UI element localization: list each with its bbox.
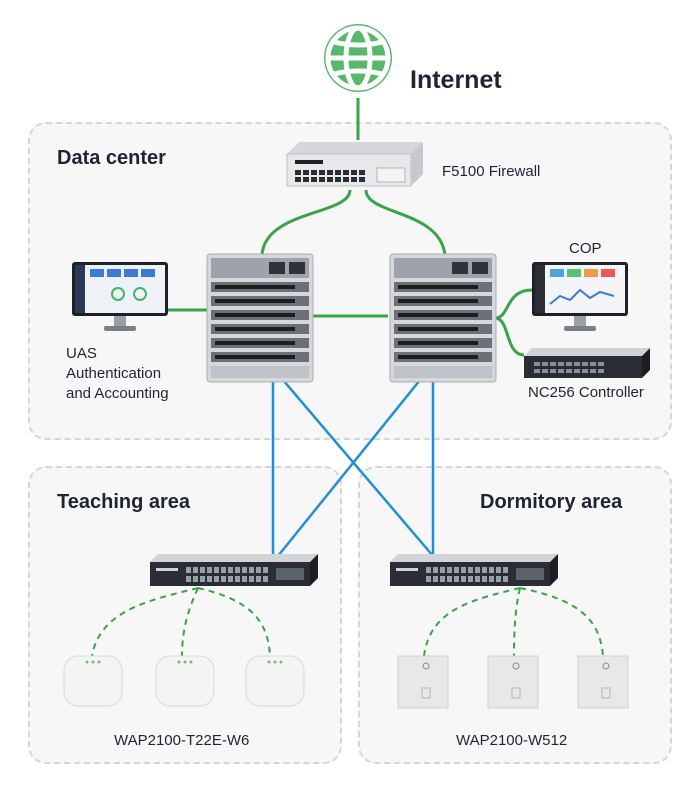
dormitory-ap1-link: [423, 587, 521, 657]
cop-label: COP: [569, 240, 602, 257]
core-controller-link: [494, 316, 525, 357]
teaching-ap2-link: [181, 587, 199, 657]
teaching-ap1-link: [91, 587, 199, 657]
dormitory-ap-2: [487, 655, 539, 709]
uas-label-line1: UAS: [66, 345, 97, 362]
uas-monitor: [72, 262, 168, 331]
dormitory-access-switch: [390, 554, 558, 586]
uas-label-line3: and Accounting: [66, 385, 169, 402]
uas-label: UAS Authentication and Accounting: [66, 344, 169, 404]
firewall-device: [286, 142, 423, 187]
teaching-ap-1: [63, 655, 123, 707]
teaching-ap3-link: [197, 587, 271, 657]
core-cop-link: [494, 288, 533, 320]
dormitory-ap-1: [397, 655, 449, 709]
dormitory-area-title: Dormitory area: [480, 491, 623, 513]
teaching-area-title: Teaching area: [57, 491, 191, 513]
globe-icon: [324, 24, 392, 92]
uas-label-line2: Authentication: [66, 365, 162, 382]
teaching-access-switch: [150, 554, 318, 586]
teaching-area-region: [28, 466, 342, 764]
firewall-core-right-link: [364, 189, 447, 256]
core-switch-right: [389, 253, 497, 383]
dormitory-ap2-link: [513, 587, 521, 657]
uplink-right-teaching: [277, 379, 421, 557]
dormitory-ap-3: [577, 655, 629, 709]
core-switch-left: [206, 253, 314, 383]
dormitory-ap3-link: [519, 587, 604, 657]
data-center-title: Data center: [57, 147, 166, 169]
uplink-left-dormitory: [282, 379, 434, 557]
controller-label: NC256 Controller: [528, 384, 644, 401]
controller-device: [524, 348, 650, 378]
internet-label: Internet: [410, 66, 502, 94]
dormitory-ap-label: WAP2100-W512: [456, 732, 568, 749]
teaching-ap-label: WAP2100-T22E-W6: [114, 732, 250, 749]
teaching-ap-3: [245, 655, 305, 707]
firewall-label: F5100 Firewall: [442, 163, 541, 180]
teaching-ap-2: [155, 655, 215, 707]
cop-monitor: [532, 262, 628, 331]
firewall-core-left-link: [260, 189, 352, 256]
